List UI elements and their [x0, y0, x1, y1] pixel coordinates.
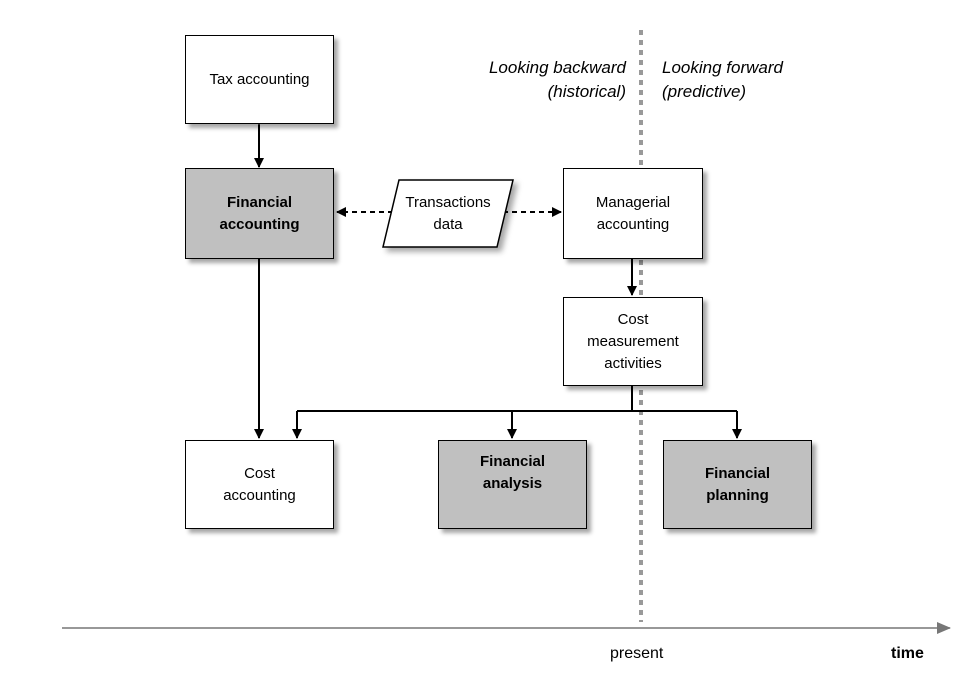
financial-planning-box: Financial planning: [663, 440, 812, 529]
present-label: present: [610, 645, 664, 662]
looking-backward-line1: Looking backward: [488, 58, 626, 77]
financial-analysis-label-line1: Financial: [479, 453, 546, 470]
tax-accounting-label: Tax accounting: [209, 70, 310, 88]
financial-planning-label-line1: Financial: [704, 464, 771, 482]
cost-measurement-label-line2: measurement: [587, 332, 679, 350]
cost-measurement-label-line1: Cost: [617, 310, 649, 328]
cost-measurement-label-line3: activities: [604, 354, 662, 372]
looking-forward-note: Looking forward (predictive): [662, 56, 862, 104]
tax-accounting-box: Tax accounting: [185, 35, 334, 124]
cost-accounting-box: Cost accounting: [185, 440, 334, 529]
transactions-data-label-line1: Transactions: [405, 193, 491, 211]
financial-accounting-label-line2: accounting: [219, 215, 300, 233]
cost-accounting-label-line1: Cost: [244, 464, 275, 482]
financial-accounting-box: Financial accounting: [185, 168, 334, 259]
transactions-data-node: Transactions data: [383, 180, 513, 247]
time-label: time: [891, 645, 924, 662]
managerial-accounting-label-line1: Managerial: [595, 193, 671, 211]
looking-forward-line1: Looking forward: [662, 58, 783, 77]
managerial-accounting-box: Managerial accounting: [563, 168, 703, 259]
looking-backward-line2: (historical): [547, 82, 626, 101]
transactions-data-label-line2: data: [433, 215, 463, 233]
looking-forward-line2: (predictive): [662, 82, 747, 101]
transactions-data-shape: [382, 179, 514, 248]
cost-accounting-label-line2: accounting: [223, 486, 296, 504]
managerial-accounting-label-line2: accounting: [596, 215, 670, 233]
financial-planning-label-line2: planning: [706, 486, 769, 504]
financial-analysis-label-line2: analysis: [482, 475, 543, 492]
financial-accounting-label-line1: Financial: [226, 193, 293, 211]
looking-backward-note: Looking backward (historical): [440, 56, 626, 104]
financial-analysis-box: Financial analysis: [438, 440, 587, 529]
cost-measurement-box: Cost measurement activities: [563, 297, 703, 386]
